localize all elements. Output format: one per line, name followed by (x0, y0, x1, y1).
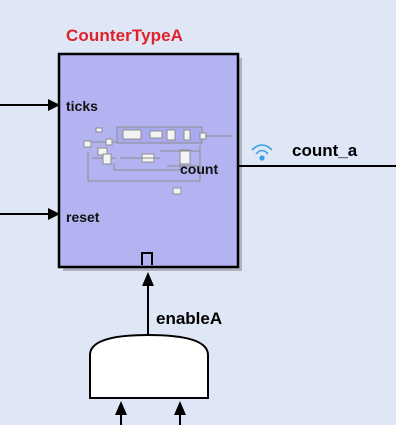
signal-name-enable[interactable]: enableA (156, 309, 223, 328)
subsystem-preview-icon (83, 126, 232, 195)
block-title[interactable]: CounterTypeA (66, 26, 184, 45)
signal-name-count-a[interactable]: count_a (292, 141, 358, 160)
port-label-count: count (180, 161, 219, 177)
pulse-enable-icon (141, 252, 153, 265)
signal-line-reset[interactable] (0, 208, 60, 220)
port-label-ticks: ticks (66, 98, 98, 114)
signal-logging-icon[interactable] (251, 144, 273, 161)
port-label-reset: reset (66, 209, 100, 225)
signal-line-ticks[interactable] (0, 99, 60, 111)
and-gate-input-arrows[interactable] (115, 401, 186, 425)
and-gate-block[interactable] (89, 333, 209, 399)
